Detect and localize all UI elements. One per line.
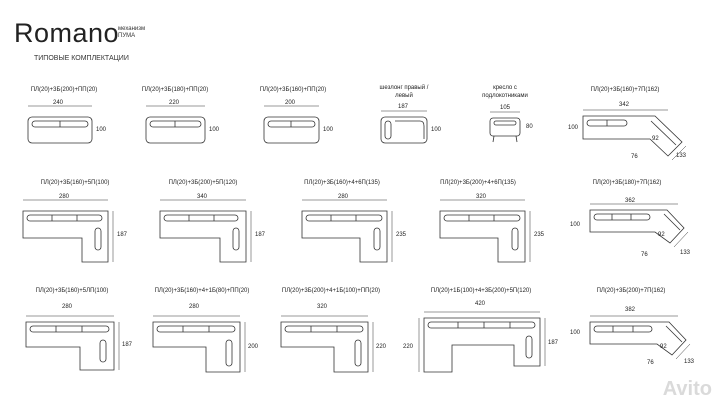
height-dim: 100 (431, 127, 442, 133)
config-label: ПЛ(20)+3Б(200)+4+1Б(100)+ПП(20) (281, 288, 381, 294)
armchair-drawing (489, 111, 521, 143)
width-dim: 320 (476, 194, 487, 200)
height-dim: 100 (209, 127, 220, 133)
width-dim: 280 (59, 194, 70, 200)
width-dim: 340 (197, 194, 208, 200)
diag-dim: 92 (652, 136, 659, 142)
width-dim: 382 (625, 307, 636, 313)
config-label: кресло с подлокотниками (482, 85, 528, 99)
sofa-straight-240-drawing (27, 105, 93, 144)
chaise-drawing (380, 110, 428, 144)
config-label: ПЛ(20)+3Б(180)+7П(162) (592, 180, 662, 186)
diag-dim: 76 (647, 360, 654, 366)
config-label: ПЛ(20)+3Б(160)+4+6П(135) (304, 180, 380, 186)
config-label: ПЛ(20)+3Б(180)+ПП(20) (141, 87, 209, 93)
corner-sofa-left-280-drawing (25, 315, 120, 371)
mechanism-line-1: механизм (118, 26, 146, 32)
height-dim: 100 (323, 127, 334, 133)
width-dim: 280 (338, 194, 349, 200)
width-dim: 280 (189, 304, 200, 310)
width-dim: 280 (62, 304, 73, 310)
config-label: ПЛ(20)+3Б(160)+5П(100) (40, 180, 110, 186)
diag-dim: 92 (660, 344, 667, 350)
corner-sofa-280-drawing (22, 199, 114, 263)
config-label: ПЛ(20)+3Б(200)+4+6П(135) (440, 180, 516, 186)
u-sofa-280-drawing (152, 315, 246, 373)
height-dim: 235 (396, 232, 407, 238)
corner-sofa-340-drawing (159, 199, 252, 263)
mechanism-note: механизм ПУМА (118, 26, 145, 40)
config-label: ПЛ(20)+1Б(100)+4+3Б(200)+5П(120) (430, 288, 532, 294)
height-dim: 187 (255, 232, 266, 238)
config-label: ПЛ(20)+3Б(160)+7П(162) (590, 87, 660, 93)
height-dim: 220 (376, 344, 387, 350)
width-dim: 420 (475, 301, 486, 307)
config-label: ПЛ(20)+3Б(160)+5ЛП(100) (35, 288, 109, 294)
height-dim: 187 (122, 342, 133, 348)
config-label: ПЛ(20)+3Б(200)+7П(162) (596, 288, 666, 294)
width-dim: 362 (625, 198, 636, 204)
config-label: шезлонг правый / левый (379, 85, 429, 99)
mechanism-line-2: ПУМА (118, 33, 136, 39)
height-dim: 187 (548, 340, 559, 346)
height-dim: 100 (570, 330, 581, 336)
height-dim: 80 (526, 124, 533, 130)
height-dim: 200 (248, 344, 259, 350)
diag-dim: 133 (676, 153, 687, 159)
diag-dim: 92 (658, 232, 665, 238)
diag-dim: 76 (641, 252, 648, 258)
corner-sofa-362-drawing (589, 203, 689, 248)
width-dim: 187 (398, 104, 409, 110)
sofa-straight-220-drawing (145, 105, 206, 144)
page-subtitle: ТИПОВЫЕ КОМПЛЕКТАЦИИ (34, 55, 129, 62)
width-dim: 200 (285, 100, 296, 106)
height-dim: 235 (534, 232, 545, 238)
config-label: ПЛ(20)+3Б(160)+4+1Б(80)+ПП(20) (154, 288, 250, 294)
width-dim: 220 (169, 100, 180, 106)
config-label: ПЛ(20)+3Б(160)+ПП(20) (259, 87, 327, 93)
u-sofa-320-drawing (280, 315, 374, 373)
height-dim: 220 (403, 344, 414, 350)
brand-title: Romano (14, 18, 120, 48)
height-dim: 100 (568, 125, 579, 131)
corner-sofa-382-drawing (589, 315, 691, 360)
diag-dim: 76 (631, 154, 638, 160)
corner-sofa-280-235-drawing (301, 199, 393, 263)
big-sofa-420-drawing (418, 311, 546, 373)
width-dim: 320 (317, 304, 328, 310)
corner-sofa-320-235-drawing (439, 199, 531, 263)
width-dim: 342 (619, 102, 630, 108)
height-dim: 100 (570, 222, 581, 228)
height-dim: 100 (96, 127, 107, 133)
width-dim: 240 (53, 100, 64, 106)
width-dim: 105 (500, 105, 511, 111)
config-label: ПЛ(20)+3Б(200)+ПП(20) (30, 87, 98, 93)
sofa-straight-200-drawing (263, 105, 320, 144)
avito-watermark: Avito (662, 378, 712, 400)
diag-dim: 133 (684, 359, 695, 365)
diag-dim: 133 (680, 250, 691, 256)
config-label: ПЛ(20)+3Б(200)+5П(120) (168, 180, 238, 186)
height-dim: 187 (117, 232, 128, 238)
corner-sofa-342-drawing (582, 109, 687, 161)
